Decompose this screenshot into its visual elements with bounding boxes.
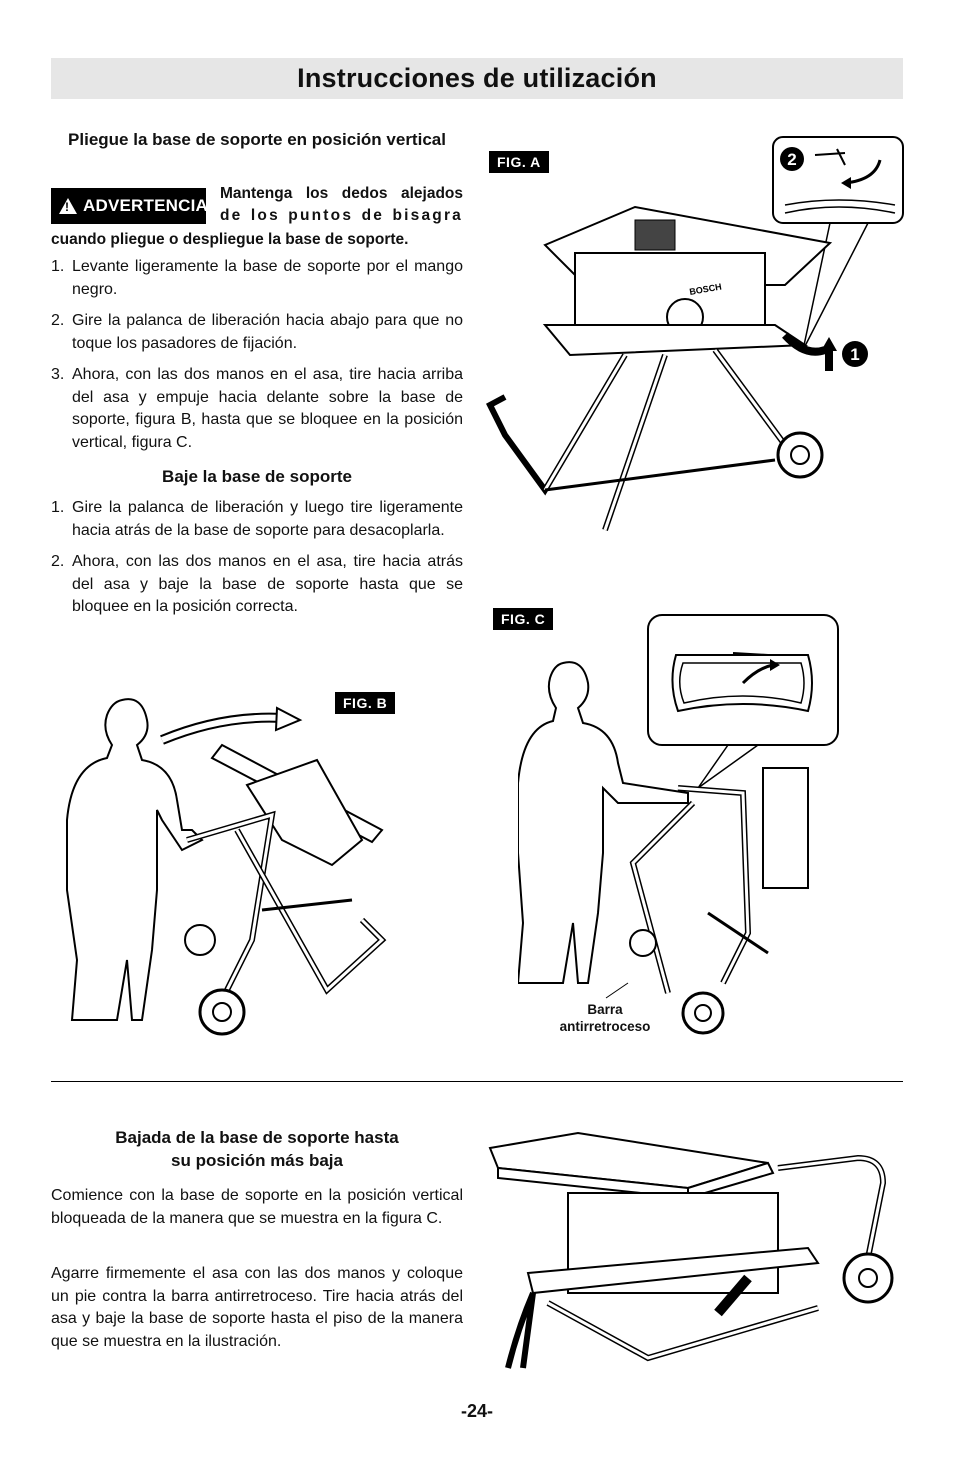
- paragraph-start: Comience con la base de soporte en la po…: [51, 1187, 463, 1227]
- section-heading-lowest-line1: Bajada de la base de soporte hasta: [115, 1128, 399, 1147]
- page-number: -24-: [460, 1401, 493, 1421]
- warning-badge: ADVERTENCIA: [51, 188, 208, 224]
- fig-c-inset: [647, 614, 839, 746]
- callout-1-label: 1: [850, 345, 859, 364]
- warning-text-line3: cuando pliegue o despliegue la base de s…: [51, 231, 409, 248]
- list-item: 3.Ahora, con las dos manos en el asa, ti…: [51, 366, 463, 451]
- person-silhouette: [66, 698, 204, 1021]
- lowest-position-illustration: [488, 1131, 894, 1369]
- arrow-up-icon: [821, 337, 837, 371]
- fig-b-label: FIG. B: [335, 692, 396, 714]
- fig-c-illustration: [518, 614, 839, 1035]
- warning-icon: [59, 198, 77, 214]
- fig-a-illustration: 2 BOSCH 1: [486, 136, 904, 531]
- fig-c-caption-line1: Barra: [587, 1002, 623, 1017]
- person-silhouette: [518, 661, 689, 984]
- warning-text-line2: de los puntos de bisagra: [220, 207, 463, 224]
- lower-steps-list: 1.Gire la palanca de liberación y luego …: [51, 497, 463, 628]
- warning-text-line1: Mantenga los dedos alejados: [220, 185, 463, 202]
- section-heading-fold: Pliegue la base de soporte en posición v…: [68, 130, 446, 149]
- fig-b-wheel-back: [184, 924, 216, 956]
- fold-steps-list: 1.Levante ligeramente la base de soporte…: [51, 256, 463, 463]
- fig-c-caption: Barra antirretroceso: [540, 1001, 670, 1035]
- list-item: 2.Gire la palanca de liberación hacia ab…: [51, 312, 463, 352]
- arrow-rotate-icon: [274, 706, 303, 732]
- section-heading-lower: Baje la base de soporte: [162, 467, 352, 486]
- list-item: 1.Levante ligeramente la base de soporte…: [51, 258, 463, 298]
- callout-2-badge: [780, 147, 804, 171]
- page-title-bar: Instrucciones de utilización: [51, 58, 903, 99]
- list-item: 1.Gire la palanca de liberación y luego …: [51, 499, 463, 539]
- warning-label: ADVERTENCIA: [83, 196, 208, 215]
- fig-c-label: FIG. C: [493, 608, 554, 630]
- section-heading-lowest-line2: su posición más baja: [171, 1151, 343, 1170]
- fig-a-label: FIG. A: [489, 151, 549, 173]
- paragraph-lower: Agarre firmemente el asa con las dos man…: [51, 1265, 463, 1350]
- callout-1-badge: [842, 341, 868, 367]
- page-title: Instrucciones de utilización: [297, 63, 657, 93]
- callout-2-label: 2: [787, 150, 796, 169]
- fig-c-caption-line2: antirretroceso: [559, 1019, 651, 1034]
- section-divider: [51, 1081, 903, 1082]
- fig-b-illustration: [66, 698, 387, 1036]
- list-item: 2.Ahora, con las dos manos en el asa, ti…: [51, 553, 463, 615]
- warning-text-block: Mantenga los dedos alejados de los punto…: [220, 183, 463, 227]
- section-heading-lowest: Bajada de la base de soporte hasta su po…: [51, 1126, 463, 1172]
